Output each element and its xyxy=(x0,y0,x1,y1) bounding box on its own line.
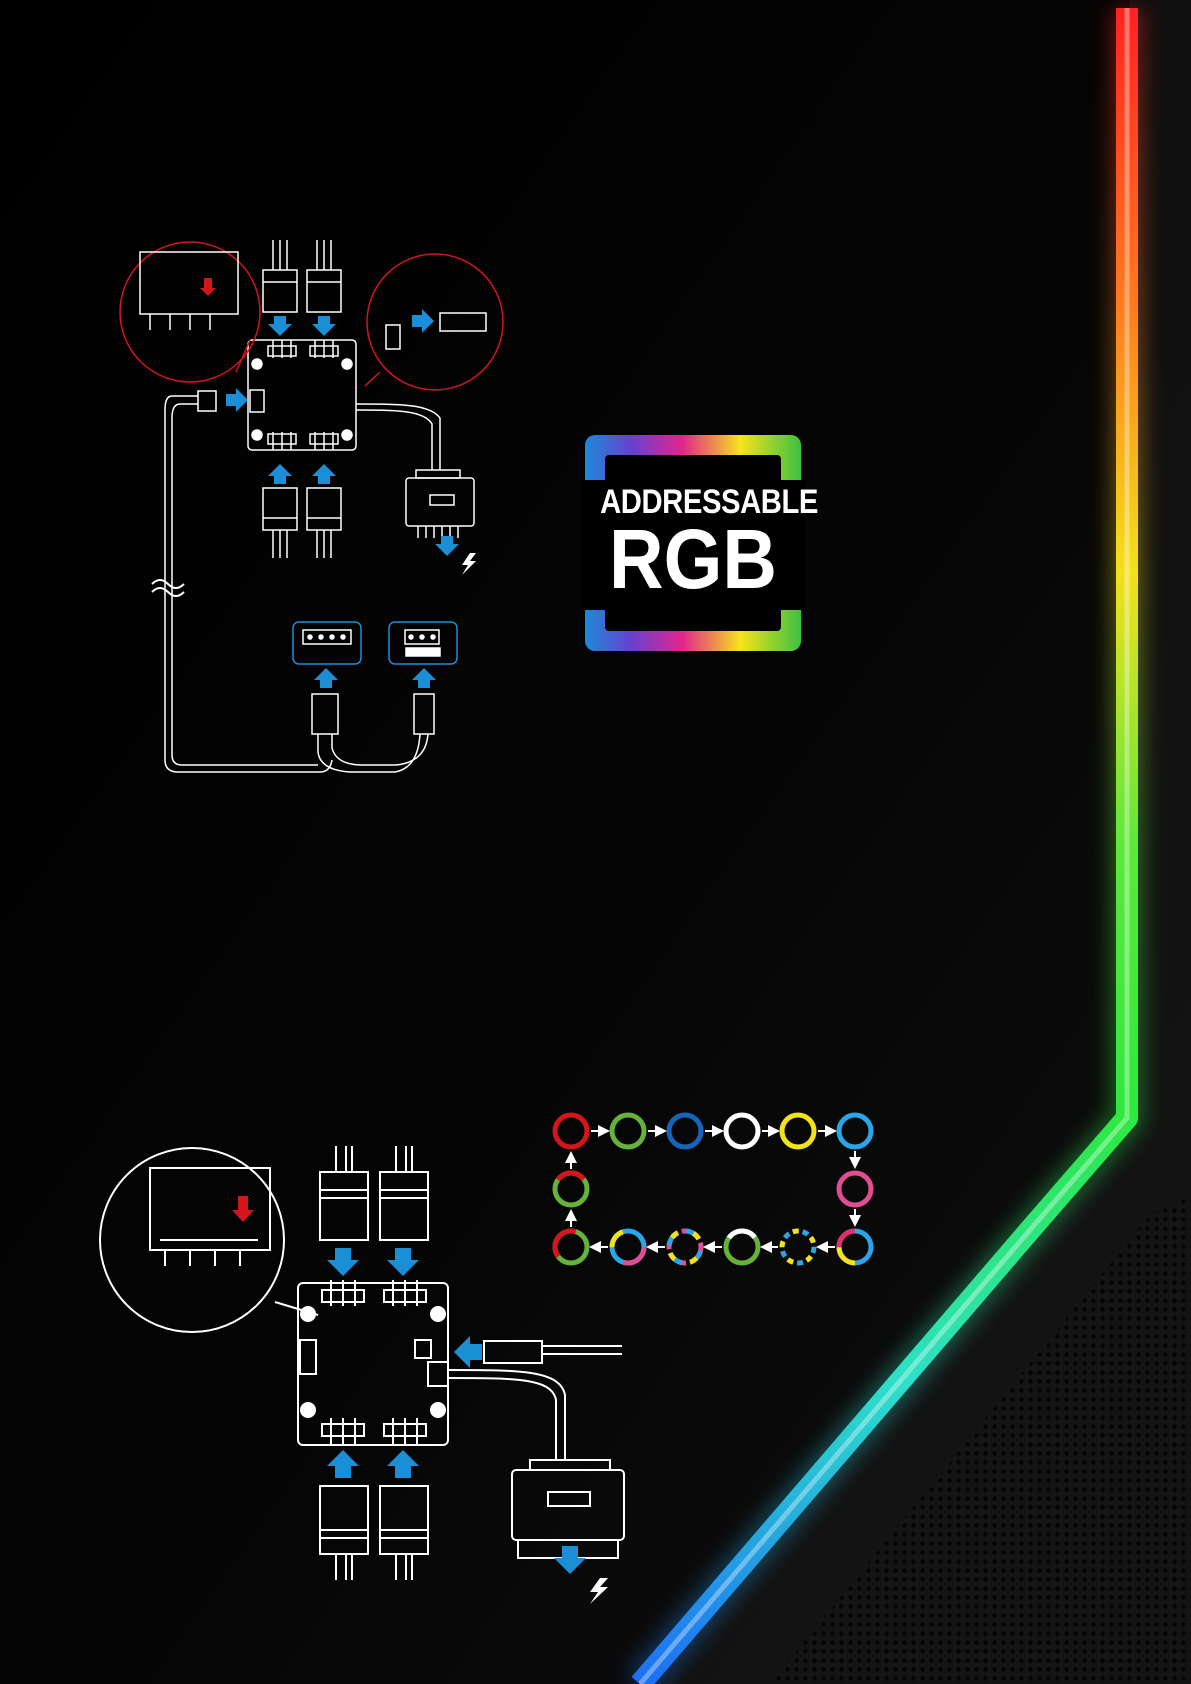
badge-rgb-text: RGB xyxy=(596,517,790,601)
addressable-rgb-badge: ADDRESSABLE RGB xyxy=(585,435,801,651)
